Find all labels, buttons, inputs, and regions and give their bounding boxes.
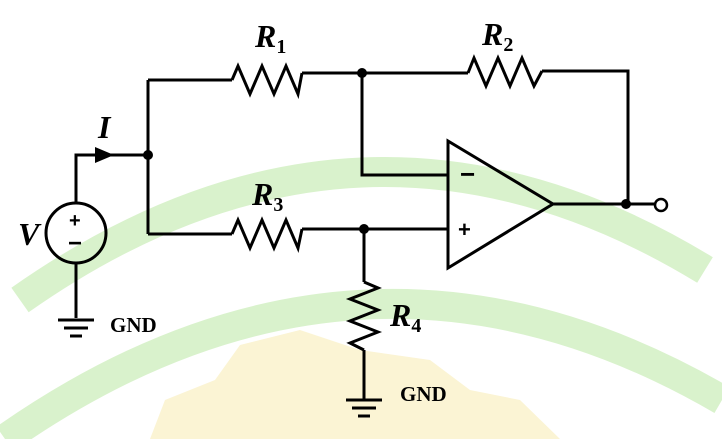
- junction-dot: [621, 199, 631, 209]
- resistor-r2: [466, 54, 544, 90]
- source-minus-label: −: [68, 230, 82, 257]
- label-gnd-left: GND: [110, 313, 157, 337]
- label-r4: R4: [389, 297, 421, 337]
- resistor-r4: [345, 280, 383, 352]
- opamp-minus-label: −: [460, 159, 475, 189]
- wire-r2-right: [542, 69, 630, 204]
- label-r1: R1: [254, 18, 286, 58]
- label-voltage: V: [18, 216, 42, 252]
- label-gnd-bottom: GND: [400, 382, 447, 406]
- current-arrow-icon: [95, 147, 114, 163]
- label-current: I: [97, 109, 112, 145]
- junction-dot: [357, 68, 367, 78]
- voltage-source: [44, 201, 108, 265]
- junction-dot: [359, 224, 369, 234]
- wire-inverting-input: [360, 73, 448, 177]
- ground-bottom-icon: [346, 398, 382, 418]
- resistor-r3: [230, 216, 304, 253]
- wires: [74, 69, 655, 400]
- watermark-shape: [150, 330, 560, 439]
- source-plus-label: +: [69, 210, 81, 232]
- junctions: [143, 68, 631, 234]
- junction-dot: [143, 150, 153, 160]
- opamp-plus-label: +: [458, 217, 471, 242]
- ground-left-icon: [58, 318, 94, 338]
- resistor-r1: [230, 62, 304, 100]
- label-r3: R3: [251, 176, 283, 216]
- wire-source-top: [74, 153, 148, 203]
- output-terminal: [653, 197, 669, 213]
- opamp-triangle: [446, 138, 556, 271]
- label-r2: R2: [481, 16, 513, 56]
